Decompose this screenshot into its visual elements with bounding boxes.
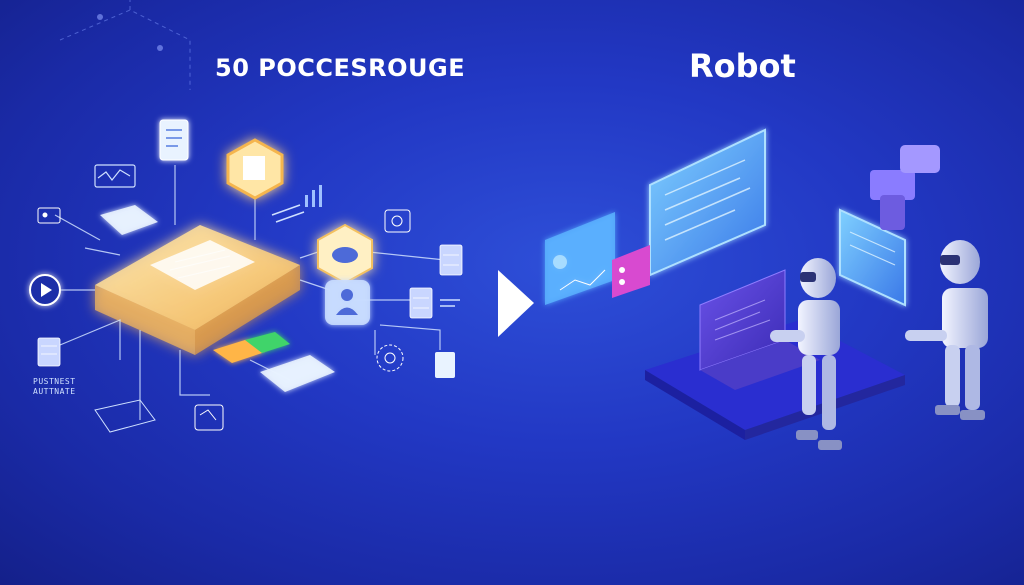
left-heading: 50 POCCESROUGE [215,54,466,82]
robot-icon-typing [770,258,842,450]
document-icon [159,119,189,161]
server-icon [37,337,61,367]
bar-chart-icon [305,185,322,207]
chart-icon [94,164,136,188]
second-monitor-icon [839,208,906,307]
lines-icon [271,204,305,223]
tool-icon [194,404,224,431]
caption-line-2: AUTTNATE [33,387,76,396]
laptop-icon [699,269,820,390]
settings-icon [384,209,411,233]
note-icon [435,352,455,378]
right-heading: Robot [689,47,796,85]
robotic-arm-icon [870,145,940,230]
arrow-right-icon [498,270,534,337]
card-icon [100,205,158,235]
robot-icon-standing [905,240,988,420]
status-cards [213,332,335,392]
calendar-icon [94,399,156,433]
list-icon [440,299,460,307]
central-platform [95,225,300,355]
hexagon-document-icon [226,138,284,200]
chat-panel [612,245,650,298]
monitor-icon [649,128,766,277]
platform-lines [169,249,231,279]
user-icon [325,280,370,325]
dashboard-panel [545,212,615,305]
play-icon [29,274,61,306]
image-icon [37,207,61,224]
server-stack-icon [409,244,463,319]
cloud-icon [317,223,373,285]
network-lines [59,0,191,90]
gear-icon [376,344,404,372]
caption-line-1: PUSTNEST [33,377,76,386]
